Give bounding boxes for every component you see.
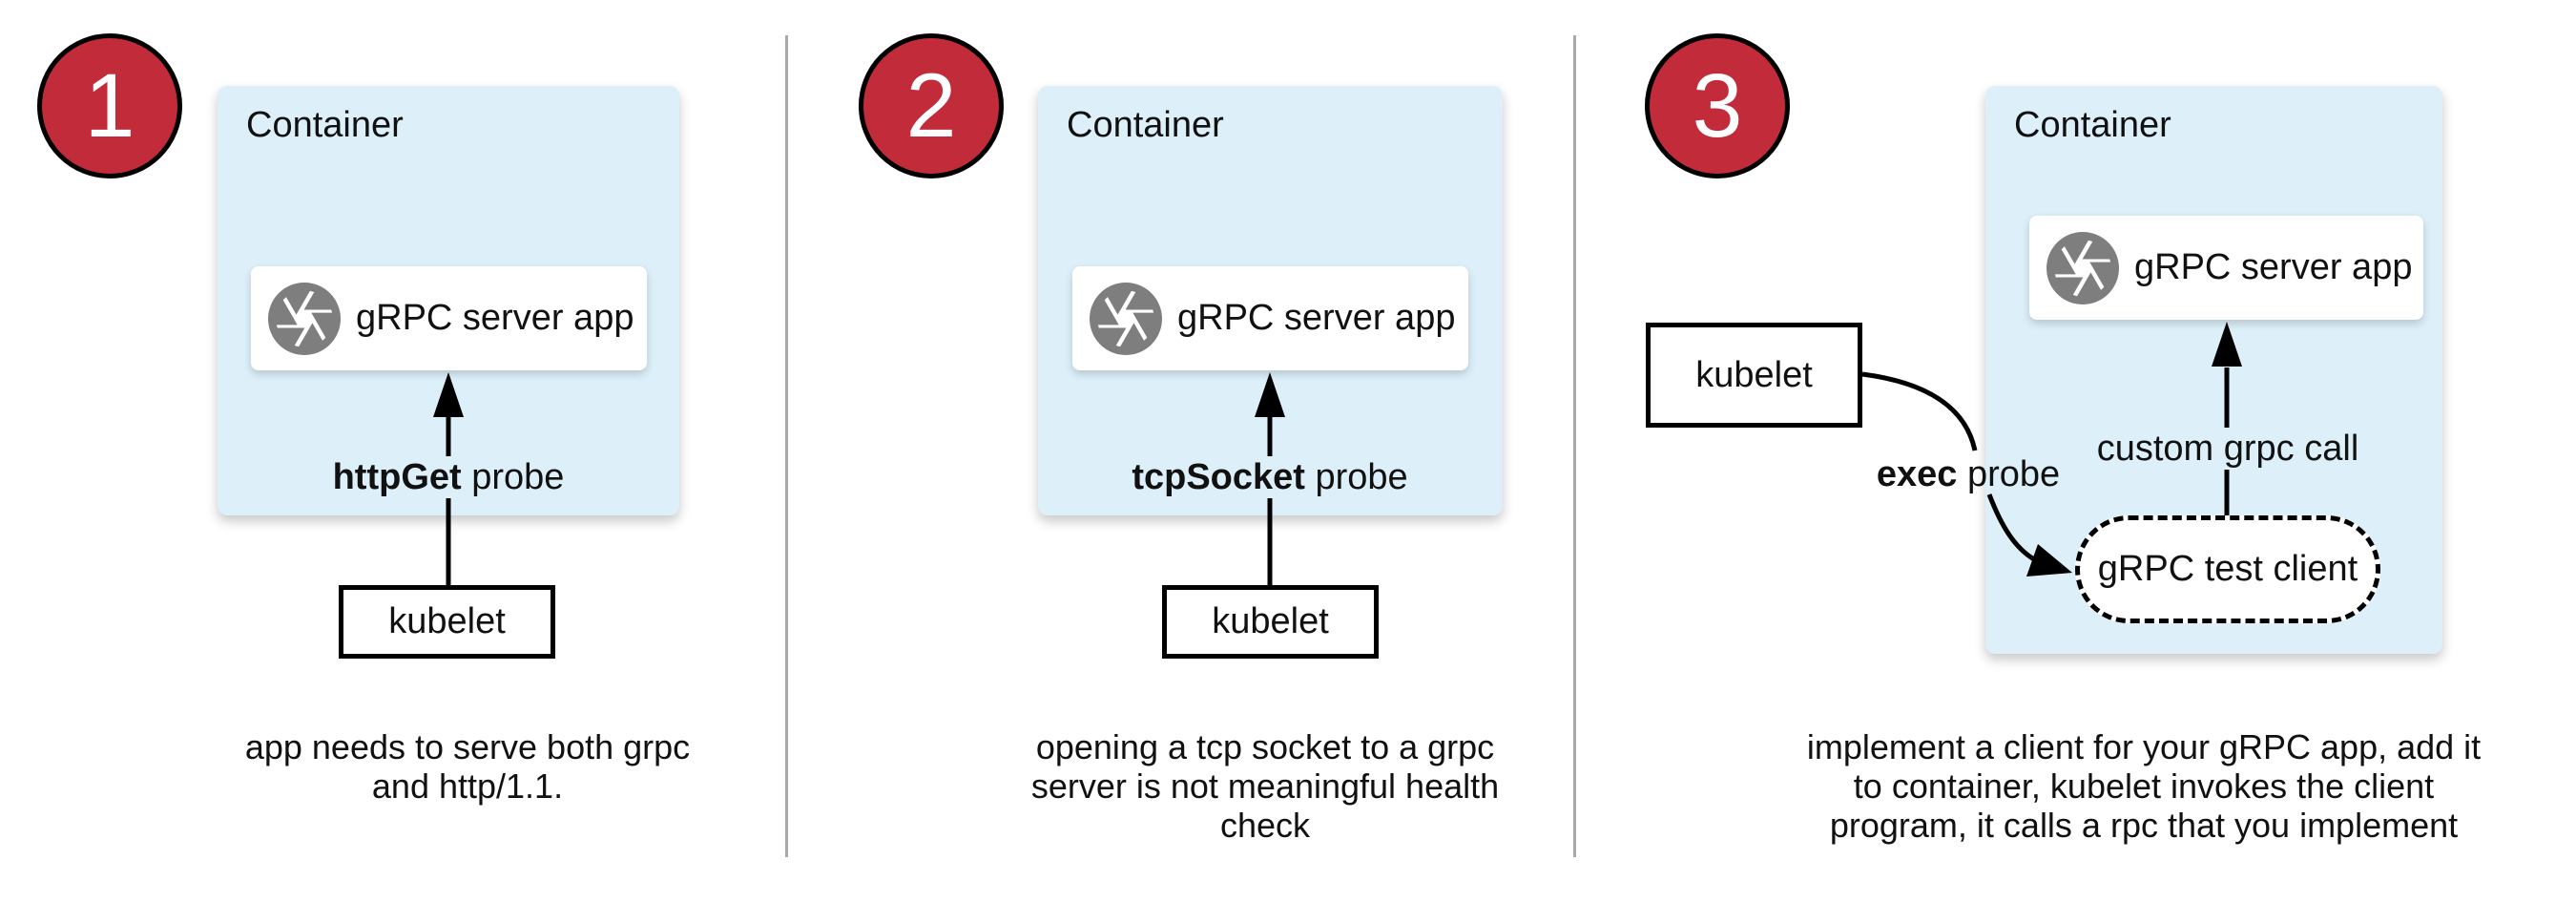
caption-line: app needs to serve both grpc <box>244 727 691 766</box>
kubelet-box-2: kubelet <box>1162 585 1379 659</box>
caption-line: implement a client for your gRPC app, ad… <box>1806 727 2482 766</box>
container-box-1: Container gRPC server app <box>218 86 679 515</box>
container-box-2: Container gRPC server app <box>1038 86 1503 515</box>
grpc-server-app-label: gRPC server app <box>356 298 634 338</box>
probe-word: probe <box>461 457 565 497</box>
grpc-test-client-box: gRPC test client <box>2075 515 2380 623</box>
container-label: Container <box>246 105 404 145</box>
probe-word: probe <box>1304 457 1408 497</box>
probe-type: httpGet <box>332 457 462 497</box>
step-badge-3: 3 <box>1645 33 1790 178</box>
httpget-probe-label: httpGet probe <box>324 456 572 498</box>
exec-probe-label: exec probe <box>1877 453 2060 495</box>
caption-panel-3: implement a client for your gRPC app, ad… <box>1807 727 2481 845</box>
grpc-server-app-box-1: gRPC server app <box>251 266 647 370</box>
step-number: 3 <box>1692 54 1743 157</box>
step-badge-1: 1 <box>37 33 182 178</box>
aperture-icon <box>2046 231 2119 304</box>
kubelet-box-3: kubelet <box>1646 323 1862 428</box>
caption-line: opening a tcp socket to a grpc <box>1035 727 1495 766</box>
caption-line: check <box>1219 806 1311 845</box>
caption-line: server is not meaningful health <box>1030 766 1500 806</box>
custom-grpc-call-label: custom grpc call <box>2090 428 2365 470</box>
step-badge-2: 2 <box>859 33 1004 178</box>
container-label: Container <box>2014 105 2171 145</box>
aperture-icon <box>1090 282 1162 355</box>
kubelet-label: kubelet <box>388 601 506 641</box>
grpc-server-app-box-3: gRPC server app <box>2029 216 2423 320</box>
panel-divider-2 <box>1573 35 1576 857</box>
probe-type: tcpSocket <box>1132 457 1305 497</box>
grpc-server-app-label: gRPC server app <box>2134 247 2413 287</box>
grpc-server-app-label: gRPC server app <box>1177 298 1456 338</box>
kubelet-label: kubelet <box>1695 354 1813 395</box>
panel-divider-1 <box>785 35 788 857</box>
caption-line: to container, kubelet invokes the client <box>1853 766 2435 806</box>
aperture-icon <box>268 282 341 355</box>
kubelet-box-1: kubelet <box>339 585 555 659</box>
step-number: 1 <box>84 54 135 157</box>
step-number: 2 <box>905 54 957 157</box>
caption-panel-2: opening a tcp socket to a grpc server is… <box>1031 727 1499 845</box>
caption-line: program, it calls a rpc that you impleme… <box>1829 806 2459 845</box>
container-label: Container <box>1067 105 1224 145</box>
container-box-3: Container gRPC server app gRPC test clie… <box>1985 86 2442 654</box>
kubelet-label: kubelet <box>1212 601 1329 641</box>
caption-line: and http/1.1. <box>371 766 564 806</box>
grpc-server-app-box-2: gRPC server app <box>1072 266 1468 370</box>
caption-panel-1: app needs to serve both grpc and http/1.… <box>245 727 690 806</box>
probe-word: probe <box>1957 454 2061 494</box>
grpc-test-client-label: gRPC test client <box>2097 549 2358 589</box>
tcpsocket-probe-label: tcpSocket probe <box>1124 456 1416 498</box>
probe-type: exec <box>1876 454 1958 494</box>
